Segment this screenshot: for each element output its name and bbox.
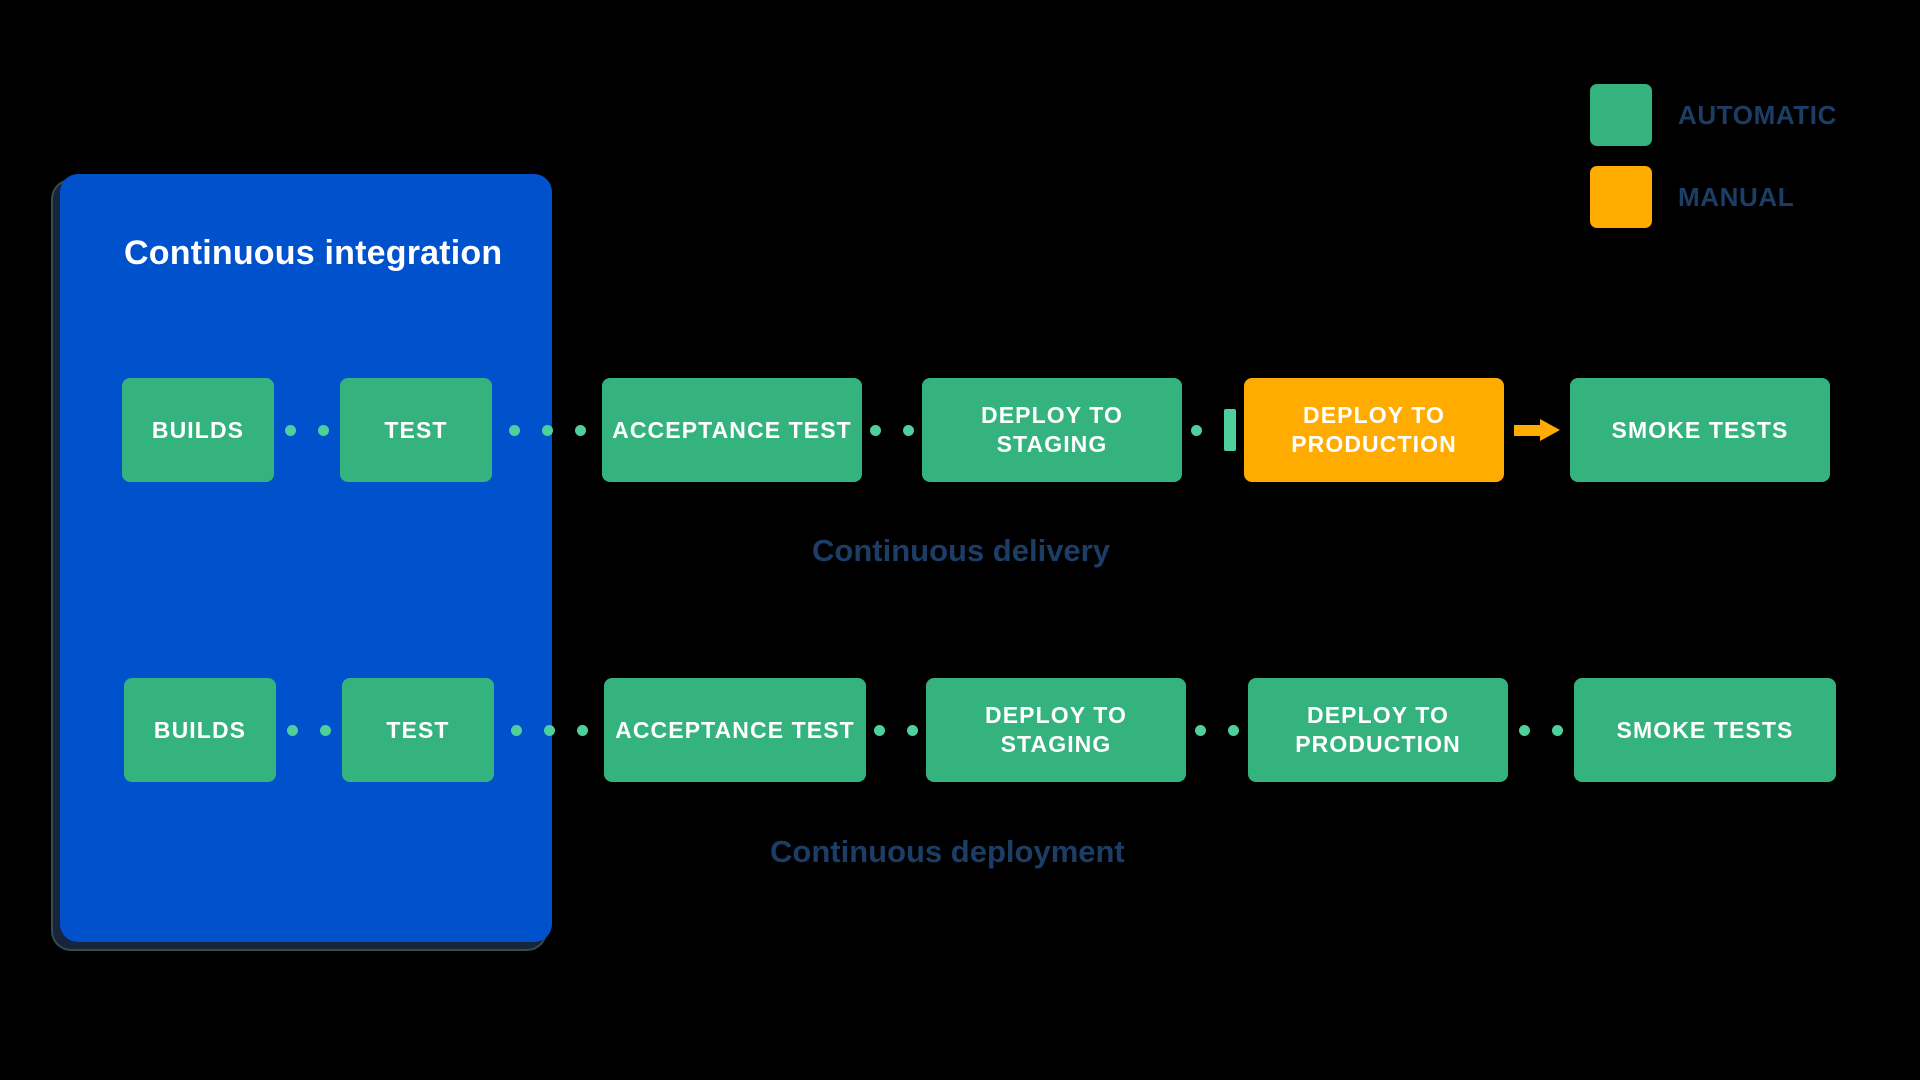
arrow-right-icon: [1514, 419, 1560, 441]
legend-label-automatic: AUTOMATIC: [1678, 99, 1837, 130]
dot-icon: [1519, 724, 1530, 736]
dot-icon: [1195, 724, 1206, 736]
caption-continuous-delivery: Continuous delivery: [812, 533, 1110, 568]
stage-acceptance-test-deployment[interactable]: ACCEPTANCE TEST: [604, 678, 866, 782]
dot-icon: [874, 724, 885, 736]
dot-icon: [903, 424, 914, 436]
stage-label: DEPLOY TO PRODUCTION: [1295, 702, 1461, 757]
dot-icon: [907, 724, 918, 736]
continuous-integration-panel: Continuous integration: [60, 174, 552, 942]
stage-label: BUILDS: [153, 716, 247, 743]
pipeline-row-continuous-deployment: BUILDS TEST ACCEPTANCE TEST DEPLOY TO ST…: [0, 678, 1836, 782]
stage-deploy-to-production-delivery[interactable]: DEPLOY TO PRODUCTION: [1244, 378, 1504, 482]
stage-deploy-to-staging-delivery[interactable]: DEPLOY TO STAGING: [922, 378, 1182, 482]
connector-dotted-acceptance-staging-delivery: [862, 378, 922, 482]
dot-icon: [1190, 424, 1202, 436]
stage-deploy-to-staging-deployment[interactable]: DEPLOY TO STAGING: [926, 678, 1186, 782]
stage-label: TEST: [384, 416, 448, 443]
stage-label: ACCEPTANCE TEST: [612, 416, 852, 443]
dot-icon: [287, 724, 298, 736]
stage-deploy-to-production-deployment[interactable]: DEPLOY TO PRODUCTION: [1248, 678, 1508, 782]
connector-dotted-test-acceptance-deployment: [494, 678, 604, 782]
stage-label: SMOKE TESTS: [1611, 416, 1789, 443]
stage-label: BUILDS: [151, 416, 245, 443]
connector-dotted-test-acceptance-delivery: [492, 378, 602, 482]
automatic-swatch-icon: [1590, 84, 1652, 146]
connector-dotted-acceptance-staging-deployment: [866, 678, 926, 782]
stage-label: DEPLOY TO PRODUCTION: [1291, 402, 1457, 457]
dot-icon: [508, 424, 520, 436]
stage-acceptance-test-delivery[interactable]: ACCEPTANCE TEST: [602, 378, 862, 482]
legend-item-automatic: AUTOMATIC: [1590, 84, 1910, 146]
stage-smoke-tests-deployment[interactable]: SMOKE TESTS: [1574, 678, 1836, 782]
connector-dotted-builds-test-delivery: [274, 378, 340, 482]
dot-icon: [576, 724, 588, 736]
connector-dotted-builds-test-deployment: [276, 678, 342, 782]
legend: AUTOMATIC MANUAL: [1590, 84, 1910, 248]
dot-icon: [318, 424, 329, 436]
dot-icon: [1552, 724, 1563, 736]
dot-icon: [574, 424, 586, 436]
stage-test-delivery[interactable]: TEST: [340, 378, 492, 482]
manual-swatch-icon: [1590, 166, 1652, 228]
dot-icon: [543, 724, 555, 736]
stage-label: DEPLOY TO STAGING: [981, 402, 1123, 457]
connector-dotted-staging-production-deployment: [1186, 678, 1248, 782]
connector-dotted-production-smoke-deployment: [1508, 678, 1574, 782]
stage-test-deployment[interactable]: TEST: [342, 678, 494, 782]
dot-icon: [285, 424, 296, 436]
dot-icon: [541, 424, 553, 436]
stage-label: ACCEPTANCE TEST: [615, 716, 855, 743]
dot-icon: [510, 724, 522, 736]
stage-builds-delivery[interactable]: BUILDS: [122, 378, 274, 482]
connector-arrow-production-smoke-delivery: [1504, 378, 1570, 482]
caption-continuous-deployment: Continuous deployment: [770, 834, 1125, 869]
pipeline-row-continuous-delivery: BUILDS TEST ACCEPTANCE TEST DEPLOY TO ST…: [0, 378, 1830, 482]
manual-gate-icon: [1223, 409, 1236, 451]
stage-label: SMOKE TESTS: [1616, 716, 1794, 743]
stage-builds-deployment[interactable]: BUILDS: [124, 678, 276, 782]
legend-label-manual: MANUAL: [1678, 181, 1795, 212]
stage-label: DEPLOY TO STAGING: [985, 702, 1127, 757]
stage-label: TEST: [386, 716, 450, 743]
dot-icon: [320, 724, 331, 736]
stage-smoke-tests-delivery[interactable]: SMOKE TESTS: [1570, 378, 1830, 482]
legend-item-manual: MANUAL: [1590, 166, 1910, 228]
dot-icon: [1228, 724, 1239, 736]
connector-manual-gate-delivery: [1182, 378, 1244, 482]
dot-icon: [870, 424, 881, 436]
continuous-integration-title: Continuous integration: [124, 234, 503, 272]
